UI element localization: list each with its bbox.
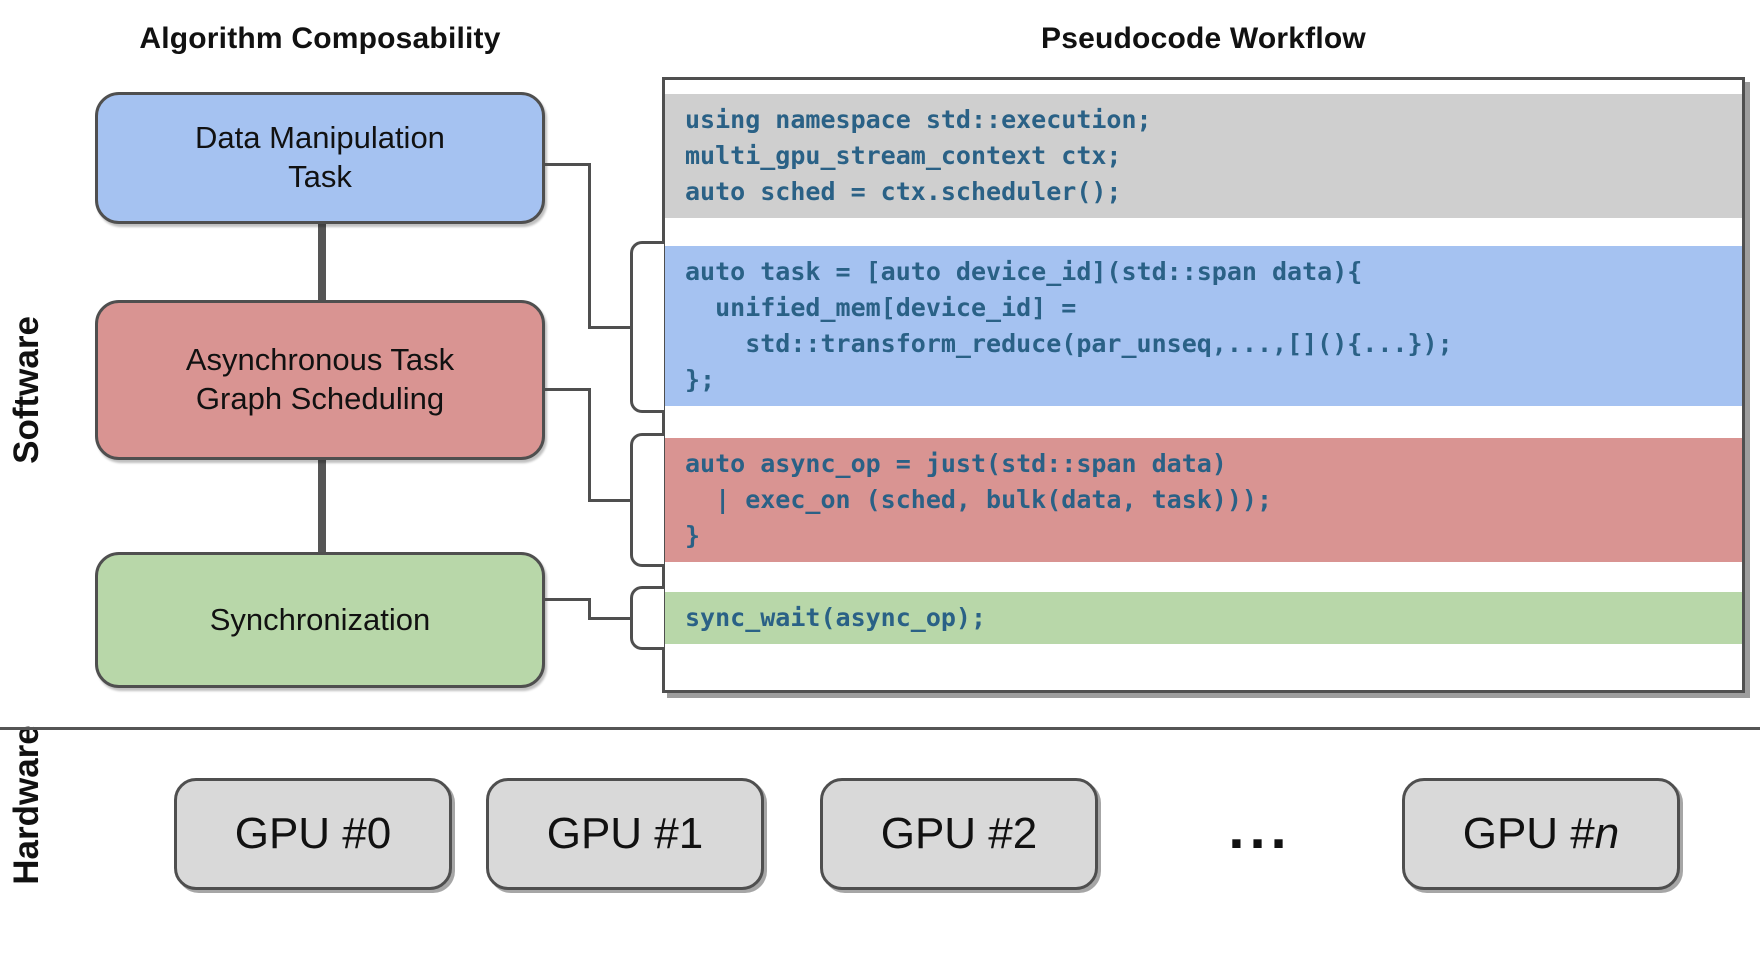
hardware-side-label: Hardware xyxy=(7,725,46,885)
blue-elbow-v xyxy=(588,163,591,329)
gpu-1-box: GPU #1 xyxy=(486,778,764,890)
pseudocode-panel: using namespace std::execution; multi_gp… xyxy=(662,77,1745,693)
bracket-async-section xyxy=(630,433,664,567)
green-elbow-v xyxy=(588,598,591,620)
code-section-task: auto task = [auto device_id](std::span d… xyxy=(665,246,1742,406)
connector-blue-to-red xyxy=(318,220,326,304)
red-elbow-h2 xyxy=(588,499,632,502)
blue-elbow-h2 xyxy=(588,326,632,329)
algorithm-composability-title: Algorithm Composability xyxy=(139,22,501,55)
green-elbow-h2 xyxy=(588,617,632,620)
connector-red-to-green xyxy=(318,456,326,556)
red-elbow-h1 xyxy=(545,388,591,391)
code-section-setup: using namespace std::execution; multi_gp… xyxy=(665,94,1742,218)
synchronization-box: Synchronization xyxy=(95,552,545,688)
gpu-0-box: GPU #0 xyxy=(174,778,452,890)
async-task-graph-scheduling-box: Asynchronous Task Graph Scheduling xyxy=(95,300,545,460)
software-side-label: Software xyxy=(7,316,46,464)
gpu-n-label: GPU #n xyxy=(1462,809,1620,858)
software-hardware-divider xyxy=(0,727,1760,730)
pseudocode-workflow-title: Pseudocode Workflow xyxy=(1041,22,1366,55)
gpu-2-box: GPU #2 xyxy=(820,778,1098,890)
bracket-task-section xyxy=(630,241,664,413)
gpu-1-label: GPU #1 xyxy=(546,809,704,858)
bracket-sync-section xyxy=(630,586,664,650)
blue-elbow-h1 xyxy=(545,163,591,166)
green-elbow-h1 xyxy=(545,598,591,601)
gpu-ellipsis: ... xyxy=(1228,795,1292,861)
gpu-n-box: GPU #n xyxy=(1402,778,1680,890)
code-section-async: auto async_op = just(std::span data) | e… xyxy=(665,438,1742,562)
red-elbow-v xyxy=(588,388,591,502)
gpu-2-label: GPU #2 xyxy=(880,809,1038,858)
gpu-0-label: GPU #0 xyxy=(234,809,392,858)
data-manipulation-task-box: Data Manipulation Task xyxy=(95,92,545,224)
code-section-sync: sync_wait(async_op); xyxy=(665,592,1742,644)
